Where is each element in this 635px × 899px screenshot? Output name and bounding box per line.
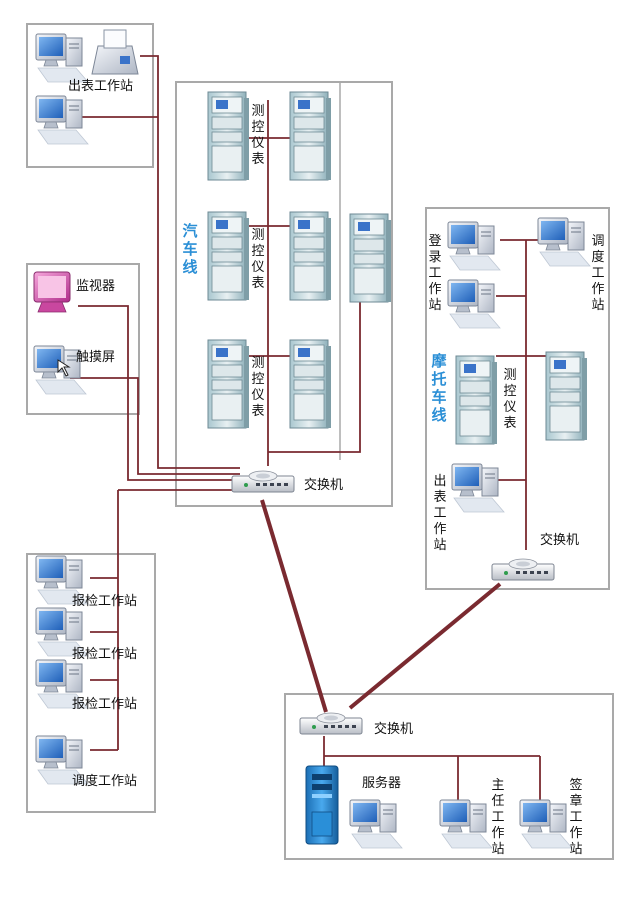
print-station-frame xyxy=(26,23,154,168)
moto-line-switch-icon xyxy=(491,558,555,581)
main-switch-icon xyxy=(299,712,363,735)
car-instrument-label-3: 测控仪表 xyxy=(251,356,265,419)
moto-login-label: 登录工作站 xyxy=(428,234,442,313)
main-switch-label: 交换机 xyxy=(374,722,414,737)
crt-monitor-icon xyxy=(33,271,71,313)
server-console-workstation-icon xyxy=(349,799,403,849)
moto-dispatch-label: 调度工作站 xyxy=(591,234,605,313)
director-label: 主任工作站 xyxy=(491,778,505,857)
car-instrument-label-1: 测控仪表 xyxy=(251,104,265,167)
inspection-dispatch-label: 调度工作站 xyxy=(72,774,138,789)
car-instrument-label-2: 测控仪表 xyxy=(251,228,265,291)
car-line-frame xyxy=(175,81,393,507)
car-switch-label: 交换机 xyxy=(304,478,344,493)
moto-instrument-label: 测控仪表 xyxy=(503,368,517,431)
monitor-group-frame xyxy=(26,263,140,415)
server-group-frame xyxy=(284,693,614,860)
car-line-switch-icon xyxy=(231,470,295,493)
print-workstation-1-icon xyxy=(35,33,89,83)
touch-screen-icon xyxy=(33,345,87,395)
trunk-links xyxy=(260,499,502,713)
car-line-racks xyxy=(207,91,392,429)
moto-switch-label: 交换机 xyxy=(540,533,580,548)
print-station-label: 出表工作站 xyxy=(68,79,134,94)
login-workstation-1-icon xyxy=(447,221,501,271)
server-label: 服务器 xyxy=(362,776,402,791)
inspection-label-2: 报检工作站 xyxy=(72,647,138,662)
moto-dispatch-workstation-icon xyxy=(537,217,591,267)
inspection-label-1: 报检工作站 xyxy=(72,594,138,609)
moto-line-frame xyxy=(425,207,610,590)
moto-print-label: 出表工作站 xyxy=(433,474,447,553)
director-workstation-icon xyxy=(439,799,493,849)
print-workstation-2-icon xyxy=(35,95,89,145)
monitor-label: 监视器 xyxy=(76,279,116,294)
printer-icon xyxy=(91,29,139,75)
sign-label: 签章工作站 xyxy=(569,778,583,857)
moto-line-racks xyxy=(455,351,588,445)
sign-workstation-icon xyxy=(519,799,573,849)
car-line-name: 汽车线 xyxy=(182,222,198,276)
touch-screen-label: 触摸屏 xyxy=(76,350,116,365)
inspection-label-3: 报检工作站 xyxy=(72,697,138,712)
inspection-group-frame xyxy=(26,553,156,813)
moto-print-workstation-icon xyxy=(451,463,505,513)
moto-line-name: 摩托车线 xyxy=(431,352,447,424)
server-tower-icon xyxy=(305,765,339,845)
login-workstation-2-icon xyxy=(447,279,501,329)
network-links xyxy=(70,55,550,800)
